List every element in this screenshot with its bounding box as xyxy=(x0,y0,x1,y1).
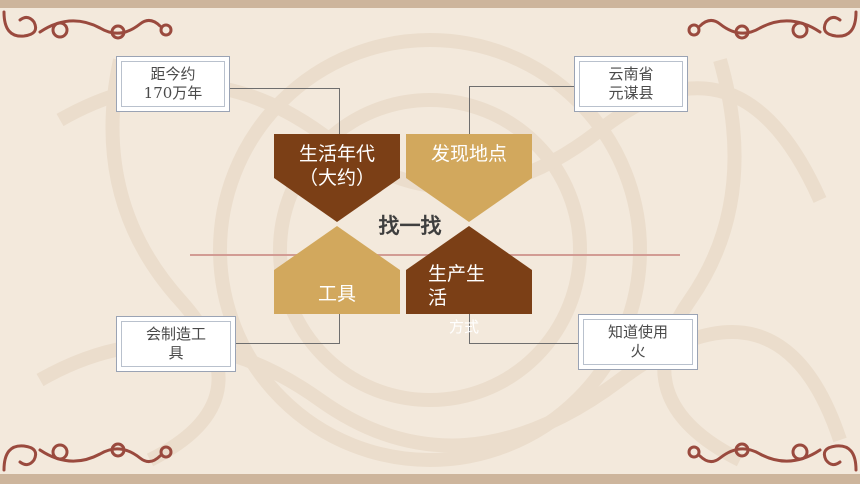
box-place-value: 云南省 元谋县 xyxy=(574,56,688,112)
box-time-value: 距今约 170万年 xyxy=(116,56,230,112)
connector-tools-h xyxy=(236,343,340,344)
shape-place-label: 发现地点 xyxy=(430,143,507,165)
shape-life-label: 生产生 活 xyxy=(428,263,486,309)
connector-time-v xyxy=(339,88,340,134)
shape-time-label: 生活年代 （大约） xyxy=(298,143,375,189)
connector-life-h xyxy=(469,343,579,344)
connector-tools-v xyxy=(339,314,340,344)
bottom-frame-border xyxy=(0,474,860,484)
box-tools-text: 会制造工 具 xyxy=(121,321,231,367)
box-life-text: 知道使用 火 xyxy=(583,319,693,365)
top-frame-border xyxy=(0,0,860,8)
center-title: 找一找 xyxy=(378,214,442,238)
shape-tools-label: 工具 xyxy=(317,283,356,305)
bottom-right-ornament-icon xyxy=(687,442,858,472)
box-time-text: 距今约 170万年 xyxy=(121,61,225,107)
box-place-text: 云南省 元谋县 xyxy=(579,61,683,107)
connector-time-h xyxy=(230,88,340,89)
connector-life-v xyxy=(469,314,470,344)
top-left-ornament-icon xyxy=(2,10,173,40)
shape-life-overflow: 方式 xyxy=(449,318,480,336)
connector-place-v xyxy=(469,86,470,134)
box-tools-value: 会制造工 具 xyxy=(116,316,236,372)
connector-place-h xyxy=(469,86,575,87)
box-life-value: 知道使用 火 xyxy=(578,314,698,370)
top-right-ornament-icon xyxy=(687,10,858,40)
bottom-left-ornament-icon xyxy=(2,442,173,472)
